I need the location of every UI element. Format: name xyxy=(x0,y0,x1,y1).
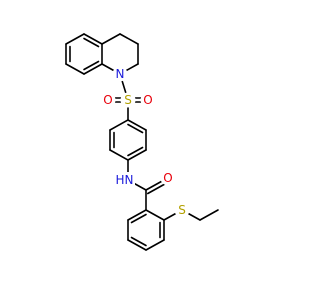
bond xyxy=(127,146,144,157)
bond xyxy=(65,63,85,75)
bond xyxy=(83,60,100,71)
bond xyxy=(145,209,165,221)
bond xyxy=(101,33,121,45)
sulfonyl-oxygen-right-label: O xyxy=(143,93,152,107)
bond xyxy=(127,119,147,131)
atom-labels: N S O O H N O S xyxy=(100,66,190,218)
amide-hydrogen-label: H xyxy=(115,173,124,187)
sulfonyl-sulfur-label: S xyxy=(124,93,132,107)
bond xyxy=(127,149,147,161)
bond xyxy=(145,239,165,251)
bond xyxy=(119,33,139,45)
bond xyxy=(127,239,147,251)
sulfonyl-sulfur: S xyxy=(120,92,136,108)
thioether-sulfur-label: S xyxy=(178,203,186,217)
bond xyxy=(130,213,147,224)
bond xyxy=(65,33,85,45)
amide-nitrogen: H N xyxy=(113,172,135,188)
sulfonyl-oxygen-left-label: O xyxy=(103,93,112,107)
bond xyxy=(109,119,129,131)
carbonyl-oxygen: O xyxy=(160,170,176,186)
bond xyxy=(145,179,165,191)
ring-nitrogen-label: N xyxy=(116,67,125,81)
sulfonyl-oxygen-right: O xyxy=(140,92,156,108)
bond xyxy=(83,33,103,45)
ring-nitrogen: N xyxy=(112,66,128,82)
thioether-sulfur: S xyxy=(174,202,190,218)
structure-canvas: N S O O H N O S xyxy=(65,33,219,251)
bond xyxy=(130,236,147,247)
bond xyxy=(127,209,147,221)
bond xyxy=(109,149,129,161)
amide-nitrogen-label: N xyxy=(125,173,134,187)
bonds xyxy=(65,33,219,251)
bond xyxy=(83,63,103,75)
bond xyxy=(199,209,219,221)
bond xyxy=(83,37,100,48)
carbonyl-oxygen-label: O xyxy=(163,171,172,185)
bond xyxy=(127,123,144,134)
molecule-diagram: N S O O H N O S xyxy=(65,33,219,251)
bond xyxy=(147,182,167,195)
sulfonyl-oxygen-left: O xyxy=(100,92,116,108)
